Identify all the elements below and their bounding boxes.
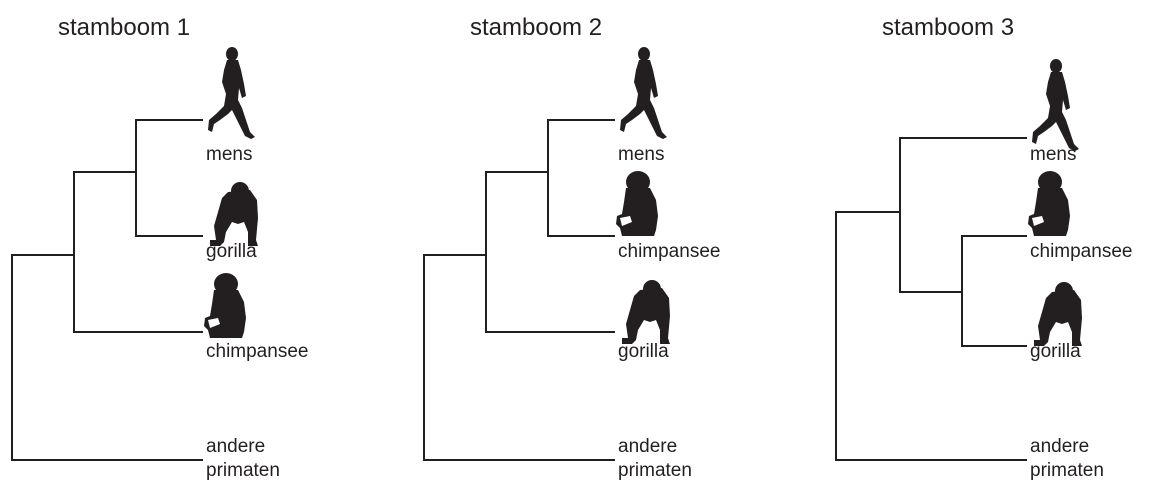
chimpanzee-icon bbox=[1028, 171, 1070, 236]
tree-2-branch-root bbox=[423, 254, 615, 461]
tree-2-label-4a: andere bbox=[618, 436, 677, 457]
tree-1-label-4a: andere bbox=[206, 436, 265, 457]
tree-1-branches bbox=[11, 119, 203, 461]
human-icon bbox=[1032, 59, 1079, 151]
tree-3-branch-node-2 bbox=[899, 137, 1027, 293]
human-icon bbox=[620, 47, 667, 139]
tree-3-label-1: mens bbox=[1030, 144, 1076, 165]
tree-3: stamboom 3 mens chimpansee gorilla ander… bbox=[835, 14, 1132, 481]
tree-2-branch-node-2 bbox=[485, 171, 615, 333]
gorilla-icon bbox=[1034, 282, 1082, 346]
tree-1: stamboom 1 mens gorilla chimpansee ander… bbox=[11, 14, 308, 481]
tree-2-branches bbox=[423, 119, 615, 461]
tree-1-label-2: gorilla bbox=[206, 241, 257, 262]
tree-2: stamboom 2 mens chimpansee gorilla ander… bbox=[423, 14, 720, 481]
tree-2-branch-node-3 bbox=[547, 119, 615, 237]
gorilla-icon bbox=[210, 182, 258, 246]
tree-3-branch-node-3 bbox=[961, 235, 1027, 347]
tree-2-label-3: gorilla bbox=[618, 341, 669, 362]
tree-1-label-1: mens bbox=[206, 144, 252, 165]
tree-3-branches bbox=[835, 137, 1027, 461]
tree-3-label-3: gorilla bbox=[1030, 341, 1081, 362]
human-icon bbox=[208, 47, 255, 139]
tree-1-branch-root bbox=[11, 254, 203, 461]
tree-1-branch-node-3 bbox=[135, 119, 203, 237]
tree-3-branch-root bbox=[835, 211, 1027, 461]
tree-3-label-4a: andere bbox=[1030, 436, 1089, 457]
tree-1-label-4b: primaten bbox=[206, 460, 280, 481]
tree-3-title: stamboom 3 bbox=[882, 14, 1014, 41]
tree-1-branch-node-2 bbox=[73, 171, 203, 333]
tree-2-label-1: mens bbox=[618, 144, 664, 165]
tree-2-title: stamboom 2 bbox=[470, 14, 602, 41]
tree-2-label-4b: primaten bbox=[618, 460, 692, 481]
tree-3-label-4b: primaten bbox=[1030, 460, 1104, 481]
tree-2-label-2: chimpansee bbox=[618, 241, 720, 262]
tree-1-title: stamboom 1 bbox=[58, 14, 190, 41]
tree-3-label-2: chimpansee bbox=[1030, 241, 1132, 262]
gorilla-icon bbox=[622, 280, 670, 344]
chimpanzee-icon bbox=[204, 273, 246, 338]
chimpanzee-icon bbox=[616, 171, 658, 236]
tree-1-label-3: chimpansee bbox=[206, 341, 308, 362]
